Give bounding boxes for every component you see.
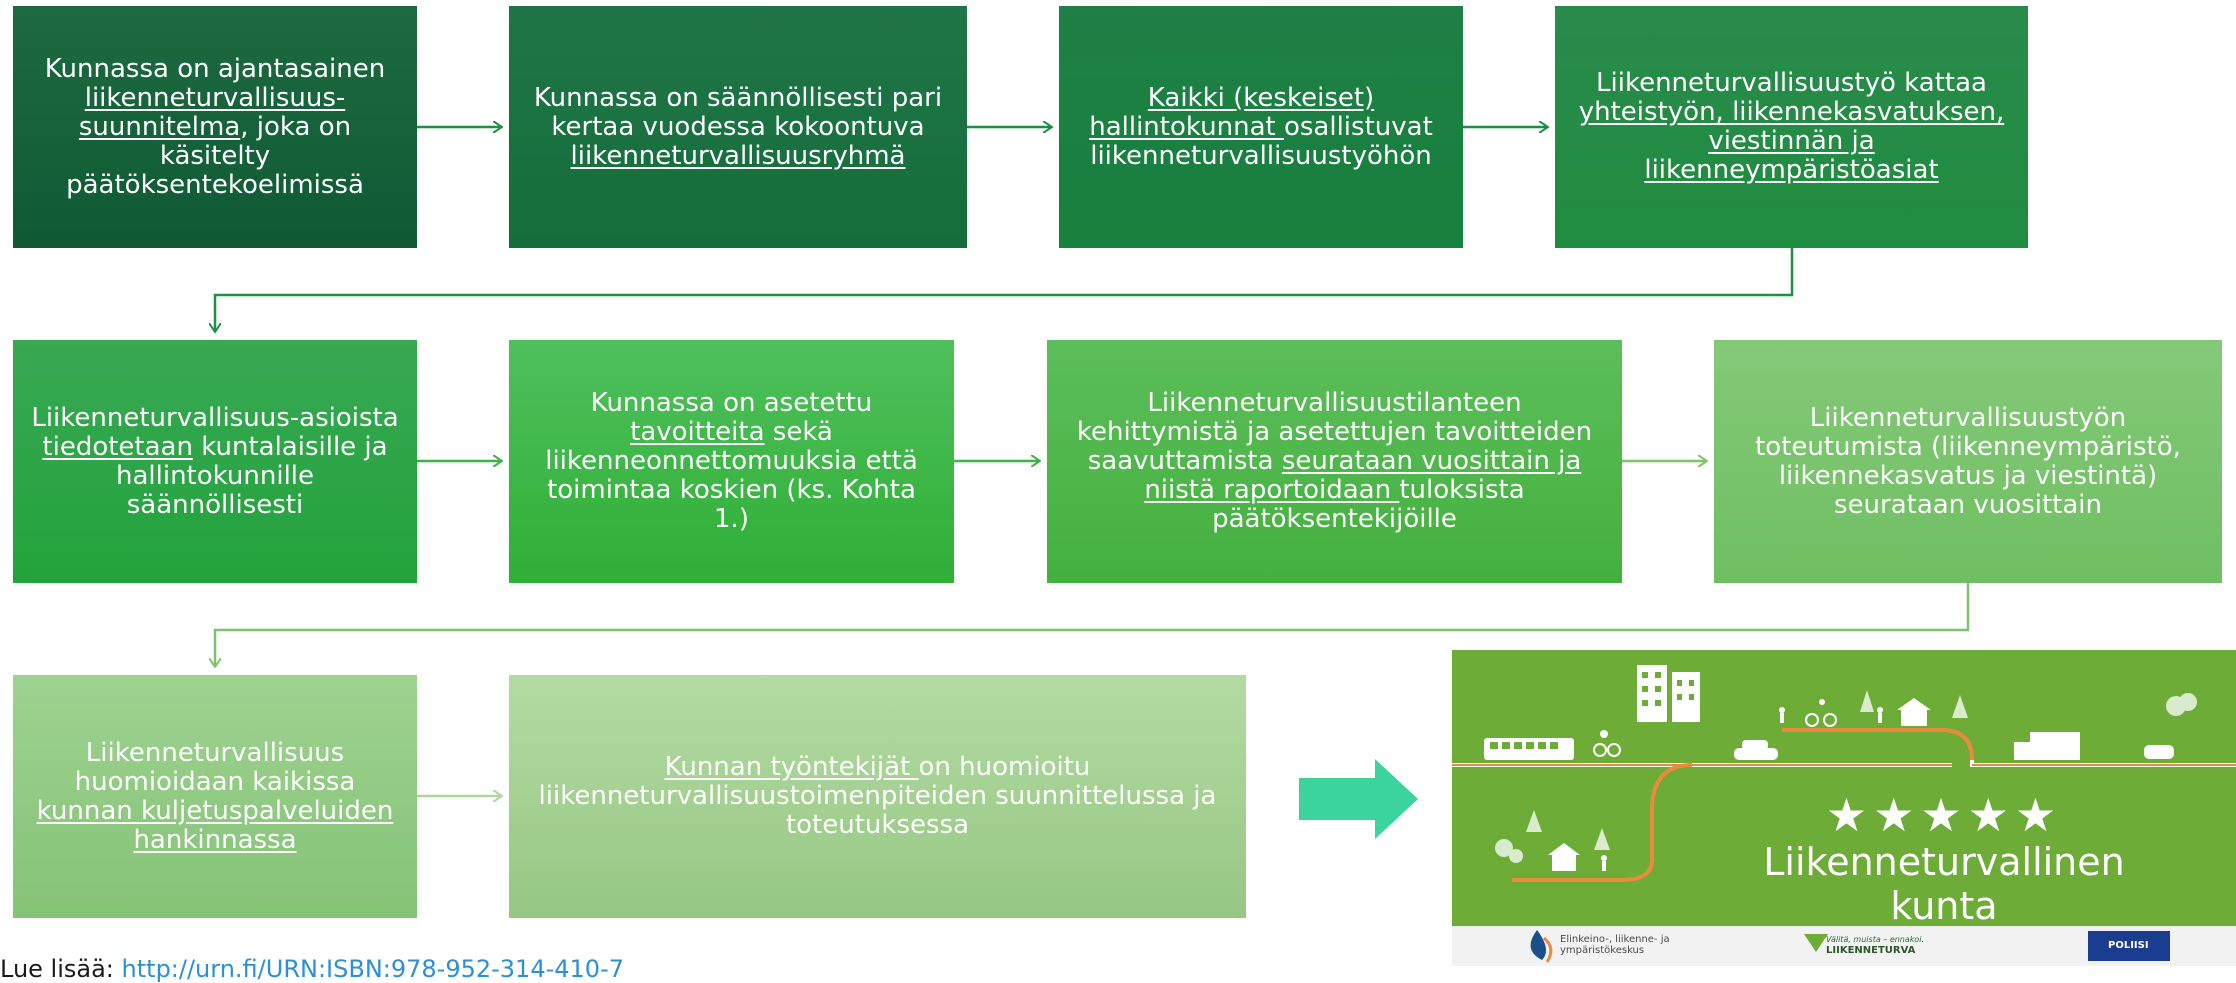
liikenneturva-logo-icon xyxy=(1804,934,1828,952)
step-10-box: Kunnan työntekijät on huomioitu liikenne… xyxy=(509,675,1246,918)
step-4-box: Liikenneturvallisuustyö kattaa yhteistyö… xyxy=(1555,6,2028,248)
step-8-text: Liikenneturvallisuustyön toteutumista (l… xyxy=(1755,402,2181,520)
step-6-box: Kunnassa on asetettu tavoitteita sekä li… xyxy=(509,340,954,583)
step-2-text: Kunnassa on säännöllisesti pari kertaa v… xyxy=(533,82,943,171)
step-3-link[interactable]: Kaikki (keskeiset) hallintokunnat xyxy=(1089,82,1375,142)
step-7-link[interactable]: seurataan vuosittain ja niistä raportoid… xyxy=(1144,446,1582,505)
liikenneturva-tagline: Välitä, muista – ennakoi. xyxy=(1826,935,1925,944)
step-3-box: Kaikki (keskeiset) hallintokunnat osalli… xyxy=(1059,6,1463,248)
step-2-box: Kunnassa on säännöllisesti pari kertaa v… xyxy=(509,6,967,248)
poliisi-logo-icon xyxy=(2088,931,2170,961)
footnote-label: Lue lisää: xyxy=(0,955,122,983)
step-5-link[interactable]: tiedotetaan xyxy=(42,431,193,462)
step-5-box: Liikenneturvallisuus-asioista tiedotetaa… xyxy=(13,340,417,583)
step-7-text: Liikenneturvallisuustilanteen kehittymis… xyxy=(1076,388,1593,534)
ely-logo-text: Elinkeino-, liikenne- ja ympäristökeskus xyxy=(1560,934,1670,956)
step-9-box: Liikenneturvallisuus huomioidaan kaikiss… xyxy=(13,675,417,918)
step-9-text: Liikenneturvallisuus huomioidaan kaikiss… xyxy=(36,737,394,855)
liikenneturvallinen-kunta-badge: ★★★★★ Liikenneturvallinen kunta Elinkein… xyxy=(1452,650,2236,966)
step-6-text: Kunnassa on asetettu tavoitteita sekä li… xyxy=(545,388,918,534)
big-arrow-to-badge xyxy=(1299,759,1418,839)
step-6-link[interactable]: tavoitteita xyxy=(630,417,765,447)
arrow-4-5 xyxy=(215,248,1794,332)
step-2-link[interactable]: liikenneturvallisuusryhmä xyxy=(570,140,906,171)
step-1-text: Kunnassa on ajantasainen liikenneturvall… xyxy=(44,53,386,200)
badge-title: Liikenneturvallinen kunta xyxy=(1763,840,2125,928)
read-more-footnote: Lue lisää: http://urn.fi/URN:ISBN:978-95… xyxy=(0,955,624,983)
footnote-link[interactable]: http://urn.fi/URN:ISBN:978-952-314-410-7 xyxy=(121,955,624,983)
step-3-text: Kaikki (keskeiset) hallintokunnat osalli… xyxy=(1089,82,1433,171)
step-1-box: Kunnassa on ajantasainen liikenneturvall… xyxy=(13,6,417,248)
badge-illustration xyxy=(1452,650,2236,966)
ely-logo-icon xyxy=(1530,930,1553,963)
step-10-text: Kunnan työntekijät on huomioitu liikenne… xyxy=(538,752,1217,840)
step-8-box: Liikenneturvallisuustyön toteutumista (l… xyxy=(1714,340,2222,583)
step-5-text: Liikenneturvallisuus-asioista tiedotetaa… xyxy=(31,402,399,520)
step-10-link[interactable]: Kunnan työntekijät xyxy=(664,752,919,782)
rating-stars: ★★★★★ xyxy=(1825,788,2063,842)
poliisi-logo-text: POLIISI xyxy=(2108,940,2149,951)
liikenneturva-logo-text: LIIKENNETURVA xyxy=(1826,945,1916,956)
step-7-box: Liikenneturvallisuustilanteen kehittymis… xyxy=(1047,340,1622,583)
step-4-text: Liikenneturvallisuustyö kattaa yhteistyö… xyxy=(1578,68,2005,185)
step-1-link[interactable]: liikenneturvallisuus-suunnitelma xyxy=(78,82,346,142)
step-4-link[interactable]: yhteistyön, liikennekasvatuksen, viestin… xyxy=(1578,97,2005,185)
step-9-link[interactable]: kunnan kuljetuspalveluiden hankinnassa xyxy=(36,795,394,855)
